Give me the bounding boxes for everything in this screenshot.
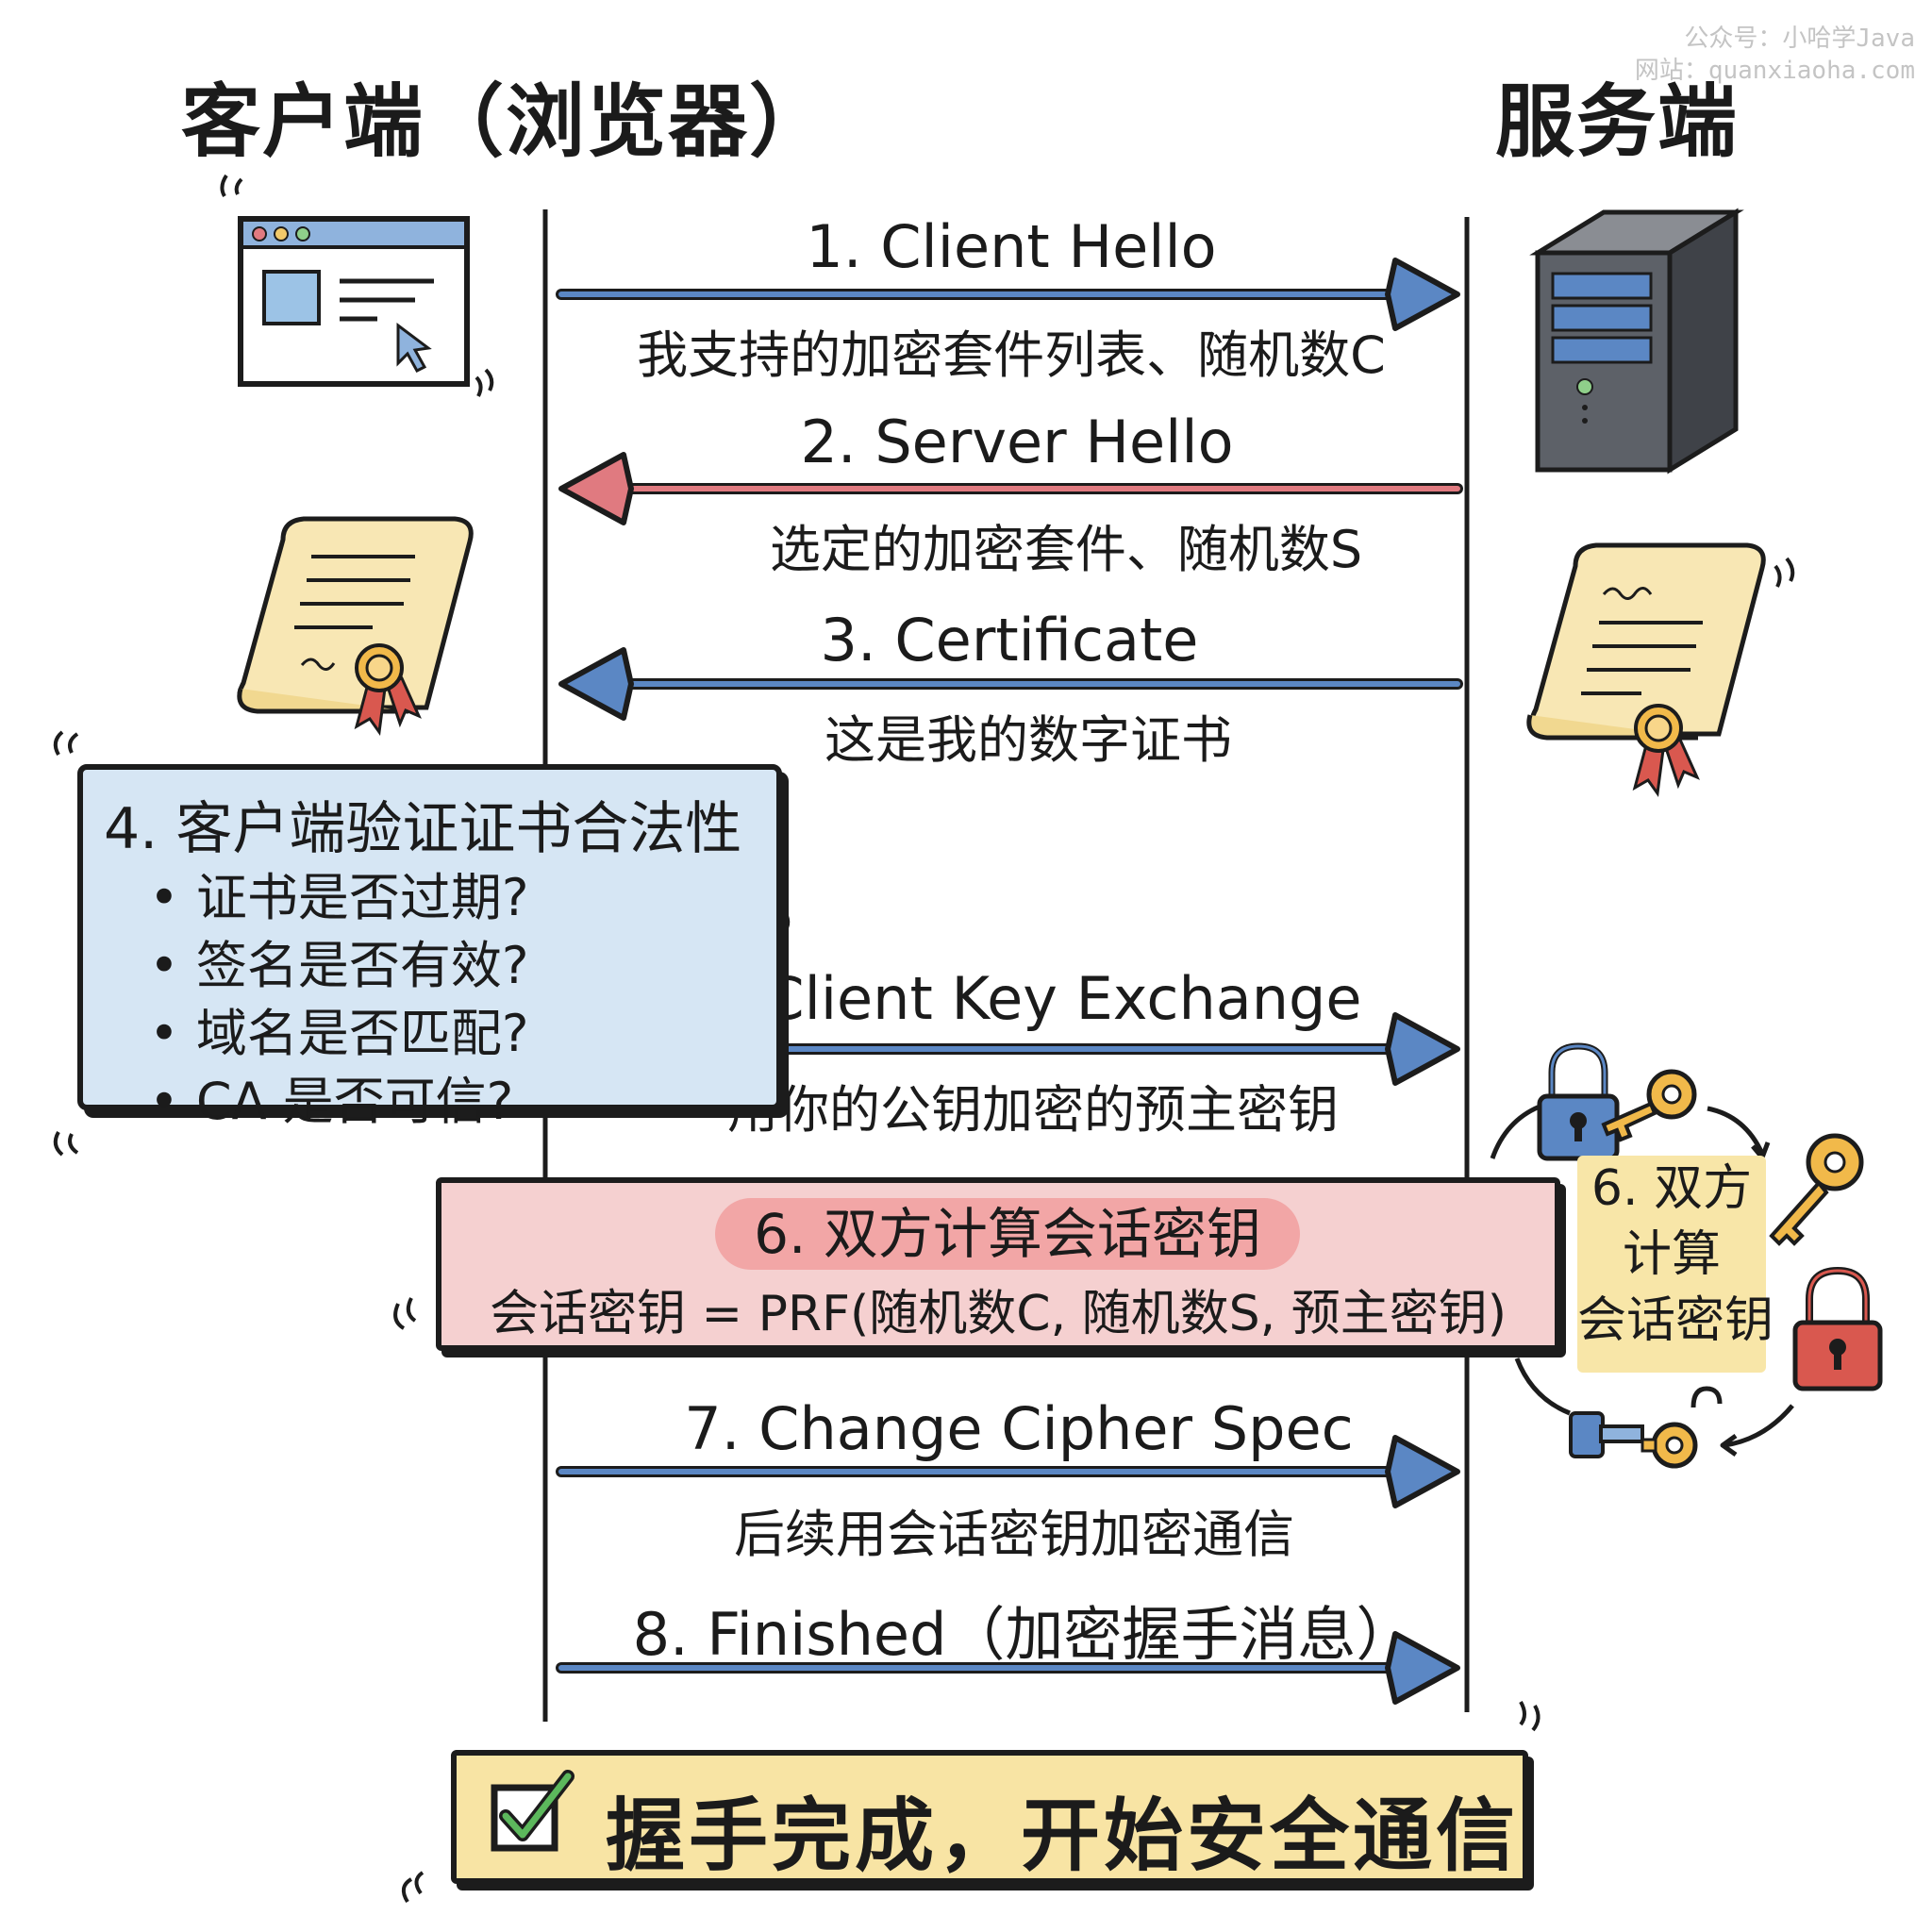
message-7-title: 7. Change Cipher Spec (684, 1394, 1354, 1463)
padlock-icon (1569, 1386, 1723, 1458)
handshake-complete-banner: 握手完成，开始安全通信 (451, 1750, 1528, 1884)
watermark-website: 网站：quanxiaoha.com (1634, 57, 1915, 85)
padlock-icon (1792, 1266, 1883, 1391)
verify-checklist: 证书是否过期? 签名是否有效? 域名是否匹配? CA 是否可信? (149, 864, 529, 1136)
padlock-icon (1537, 1042, 1620, 1161)
message-7-desc: 后续用会话密钥加密通信 (734, 1505, 1294, 1564)
key-icon (1769, 1133, 1864, 1246)
key-icon (1641, 1422, 1698, 1469)
handshake-complete-text: 握手完成，开始安全通信 (606, 1790, 1520, 1882)
message-1-title: 1. Client Hello (806, 212, 1217, 281)
side-note-line: 计算 (1622, 1226, 1721, 1283)
message-arrow-head (558, 452, 634, 525)
session-key-formula: 会话密钥 = PRF(随机数C, 随机数S, 预主密钥) (489, 1286, 1507, 1342)
server-column-title: 服务端 (1495, 75, 1740, 168)
client-column-title: 客户端（浏览器） (181, 75, 831, 168)
verify-title: 4. 客户端验证证书合法性 (104, 796, 742, 862)
message-arrow-head (1385, 1631, 1460, 1705)
message-arrow-head (558, 647, 634, 721)
verify-item-signature: 签名是否有效? (149, 932, 529, 1000)
message-2-desc: 选定的加密套件、随机数S (769, 520, 1363, 579)
browser-window-icon (220, 174, 494, 397)
verify-item-expiry: 证书是否过期? (149, 864, 529, 932)
message-arrow-head (1385, 1435, 1460, 1508)
side-note-line: 会话密钥 (1577, 1292, 1774, 1349)
certificate-scroll-icon (237, 516, 474, 736)
certificate-scroll-icon (1526, 542, 1795, 797)
session-key-box: 6. 双方计算会话密钥 会话密钥 = PRF(随机数C, 随机数S, 预主密钥) (436, 1177, 1560, 1351)
message-arrow-head (1385, 1012, 1460, 1086)
message-8-title: 8. Finished（加密握手消息） (632, 1600, 1415, 1669)
message-3-title: 3. Certificate (820, 606, 1199, 675)
side-note-line: 6. 双方 (1591, 1160, 1753, 1217)
key-icon (1601, 1069, 1697, 1142)
server-tower-icon (1529, 208, 1744, 475)
message-2-title: 2. Server Hello (800, 408, 1234, 476)
watermark-account: 公众号：小哈学Java (1684, 25, 1915, 53)
message-1-desc: 我支持的加密套件列表、随机数C (637, 325, 1386, 385)
message-arrows (556, 258, 1463, 1705)
message-3-desc: 这是我的数字证书 (824, 710, 1232, 770)
message-5-title: 5. Client Key Exchange (689, 964, 1362, 1033)
message-arrow-head (1385, 258, 1460, 331)
verify-item-ca: CA 是否可信? (149, 1068, 529, 1136)
session-key-title: 6. 双方计算会话密钥 (715, 1198, 1300, 1270)
side-note-session-key: 6. 双方 计算 会话密钥 (1577, 1156, 1774, 1373)
verify-certificate-box: 4. 客户端验证证书合法性 证书是否过期? 签名是否有效? 域名是否匹配? CA… (77, 764, 782, 1131)
checkbox-check-icon (491, 1770, 575, 1852)
message-5-desc: 用你的公钥加密的预主密钥 (727, 1080, 1339, 1140)
verify-item-domain: 域名是否匹配? (149, 1000, 529, 1068)
